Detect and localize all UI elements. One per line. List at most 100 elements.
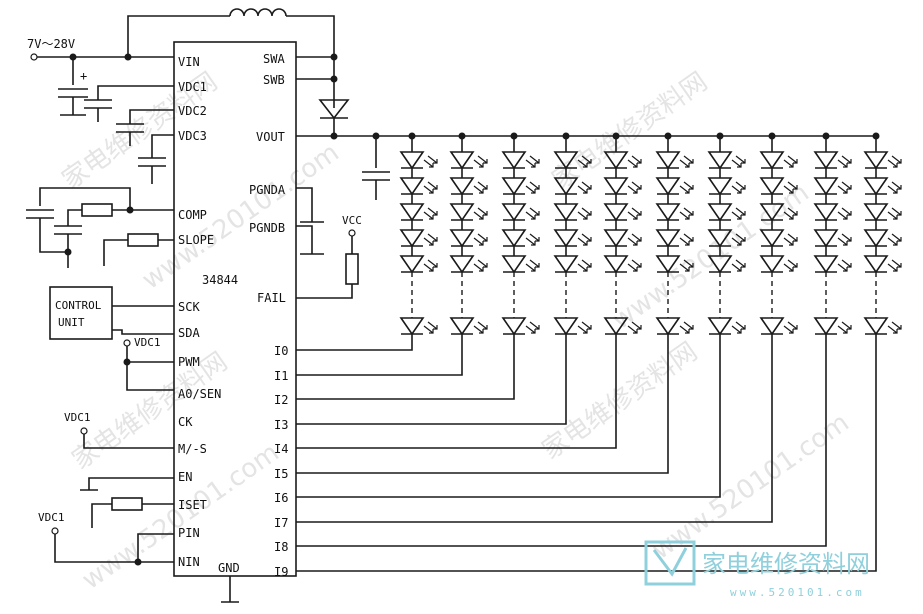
pin-nin-wires: [54, 533, 174, 563]
control-bus: [112, 305, 174, 335]
pin-label-pgndb: PGNDB: [249, 221, 285, 235]
led-diode: [813, 177, 839, 196]
led-emission-arrows: [837, 259, 852, 272]
vdc1-terminal: [123, 339, 131, 347]
led-emission-arrows: [837, 155, 852, 168]
led-diode: [553, 317, 579, 336]
logo-site: www.520101.com: [730, 586, 865, 599]
led-emission-arrows: [577, 207, 592, 220]
pin-label-i9: I9: [274, 565, 288, 579]
led-emission-arrows: [731, 181, 746, 194]
en-wire: [80, 477, 174, 491]
pin-label-iset: ISET: [178, 498, 207, 512]
channel-wire: [296, 334, 515, 400]
led-diode: [399, 151, 425, 170]
channel-wire: [296, 334, 877, 572]
slope-resistor: [127, 233, 159, 247]
pin-label-i4: I4: [274, 442, 288, 456]
slope-wire: [103, 239, 174, 266]
led-emission-arrows: [423, 259, 438, 272]
pin-label-slope: SLOPE: [178, 233, 214, 247]
led-diode: [553, 203, 579, 222]
led-diode: [813, 203, 839, 222]
pin-label-i8: I8: [274, 540, 288, 554]
lower-left-section: VDC1 VDC1: [38, 411, 174, 566]
led-emission-arrows: [887, 207, 902, 220]
led-emission-arrows: [423, 155, 438, 168]
led-emission-arrows: [783, 321, 798, 334]
led-emission-arrows: [423, 207, 438, 220]
pgndb-ground: [296, 225, 324, 255]
led-diode: [759, 317, 785, 336]
led-emission-arrows: [577, 181, 592, 194]
led-diode: [553, 229, 579, 248]
supply-terminal: [30, 53, 38, 61]
vout-rail: [296, 132, 876, 200]
led-diode: [501, 255, 527, 274]
led-diode: [707, 151, 733, 170]
input-capacitor: [58, 57, 88, 116]
pwm-section: VDC1: [123, 336, 174, 391]
channel-wire: [296, 334, 773, 523]
led-emission-arrows: [837, 321, 852, 334]
led-emission-arrows: [577, 321, 592, 334]
vdc1-label: VDC1: [134, 336, 161, 349]
led-emission-arrows: [887, 181, 902, 194]
led-emission-arrows: [577, 259, 592, 272]
pin-label-sda: SDA: [178, 326, 200, 340]
led-diode: [399, 317, 425, 336]
vdc1-capacitor: [84, 85, 174, 122]
led-diode: [863, 151, 889, 170]
led-diode: [655, 229, 681, 248]
pin-label-vdc2: VDC2: [178, 104, 207, 118]
led-diode: [655, 151, 681, 170]
ms-wire: [83, 434, 174, 449]
iset-resistor: [111, 497, 143, 511]
led-diode: [759, 151, 785, 170]
led-emission-arrows: [627, 181, 642, 194]
led-diode: [449, 229, 475, 248]
junction-dot: [123, 358, 131, 366]
pin-label-i1: I1: [274, 369, 288, 383]
led-emission-arrows: [731, 233, 746, 246]
led-diode: [863, 203, 889, 222]
gnd-symbol: [221, 576, 239, 603]
led-diode: [655, 317, 681, 336]
led-diode: [707, 317, 733, 336]
input-supply-section: 7V～28V +: [27, 8, 350, 136]
vdc1-terminal: [51, 527, 59, 535]
polarity-plus: +: [80, 69, 87, 83]
led-emission-arrows: [473, 207, 488, 220]
control-unit: CONTROL UNIT: [49, 286, 174, 340]
led-emission-arrows: [473, 233, 488, 246]
pin-label-vout: VOUT: [256, 130, 285, 144]
left-pin-labels: VIN VDC1 VDC2 VDC3 COMP SLOPE SCK SDA PW…: [178, 55, 221, 569]
vdc-capacitors: [84, 85, 174, 184]
led-diode: [501, 151, 527, 170]
led-emission-arrows: [887, 155, 902, 168]
right-pin-labels: SWA SWB VOUT PGNDA PGNDB FAIL I0 I1 I2 I…: [218, 52, 288, 579]
led-emission-arrows: [783, 207, 798, 220]
led-emission-arrows: [679, 321, 694, 334]
ic-part-number: 34844: [202, 273, 238, 287]
sw-wires: [296, 56, 334, 80]
led-diode: [603, 203, 629, 222]
vcc-label: VCC: [342, 214, 362, 227]
control-unit-line1: CONTROL: [55, 299, 102, 312]
pin-label-fail: FAIL: [257, 291, 286, 305]
led-diode: [603, 229, 629, 248]
channel-wire: [296, 334, 463, 376]
led-diode: [707, 203, 733, 222]
junction-dot: [134, 558, 142, 566]
led-emission-arrows: [679, 181, 694, 194]
pin-label-swb: SWB: [263, 73, 285, 87]
fail-wire: [296, 236, 353, 299]
led-diode: [501, 317, 527, 336]
led-emission-arrows: [837, 233, 852, 246]
junction-dot: [330, 132, 338, 140]
led-diode: [655, 203, 681, 222]
led-emission-arrows: [473, 259, 488, 272]
logo-mark: [652, 547, 688, 577]
led-emission-arrows: [887, 321, 902, 334]
led-emission-arrows: [627, 259, 642, 272]
